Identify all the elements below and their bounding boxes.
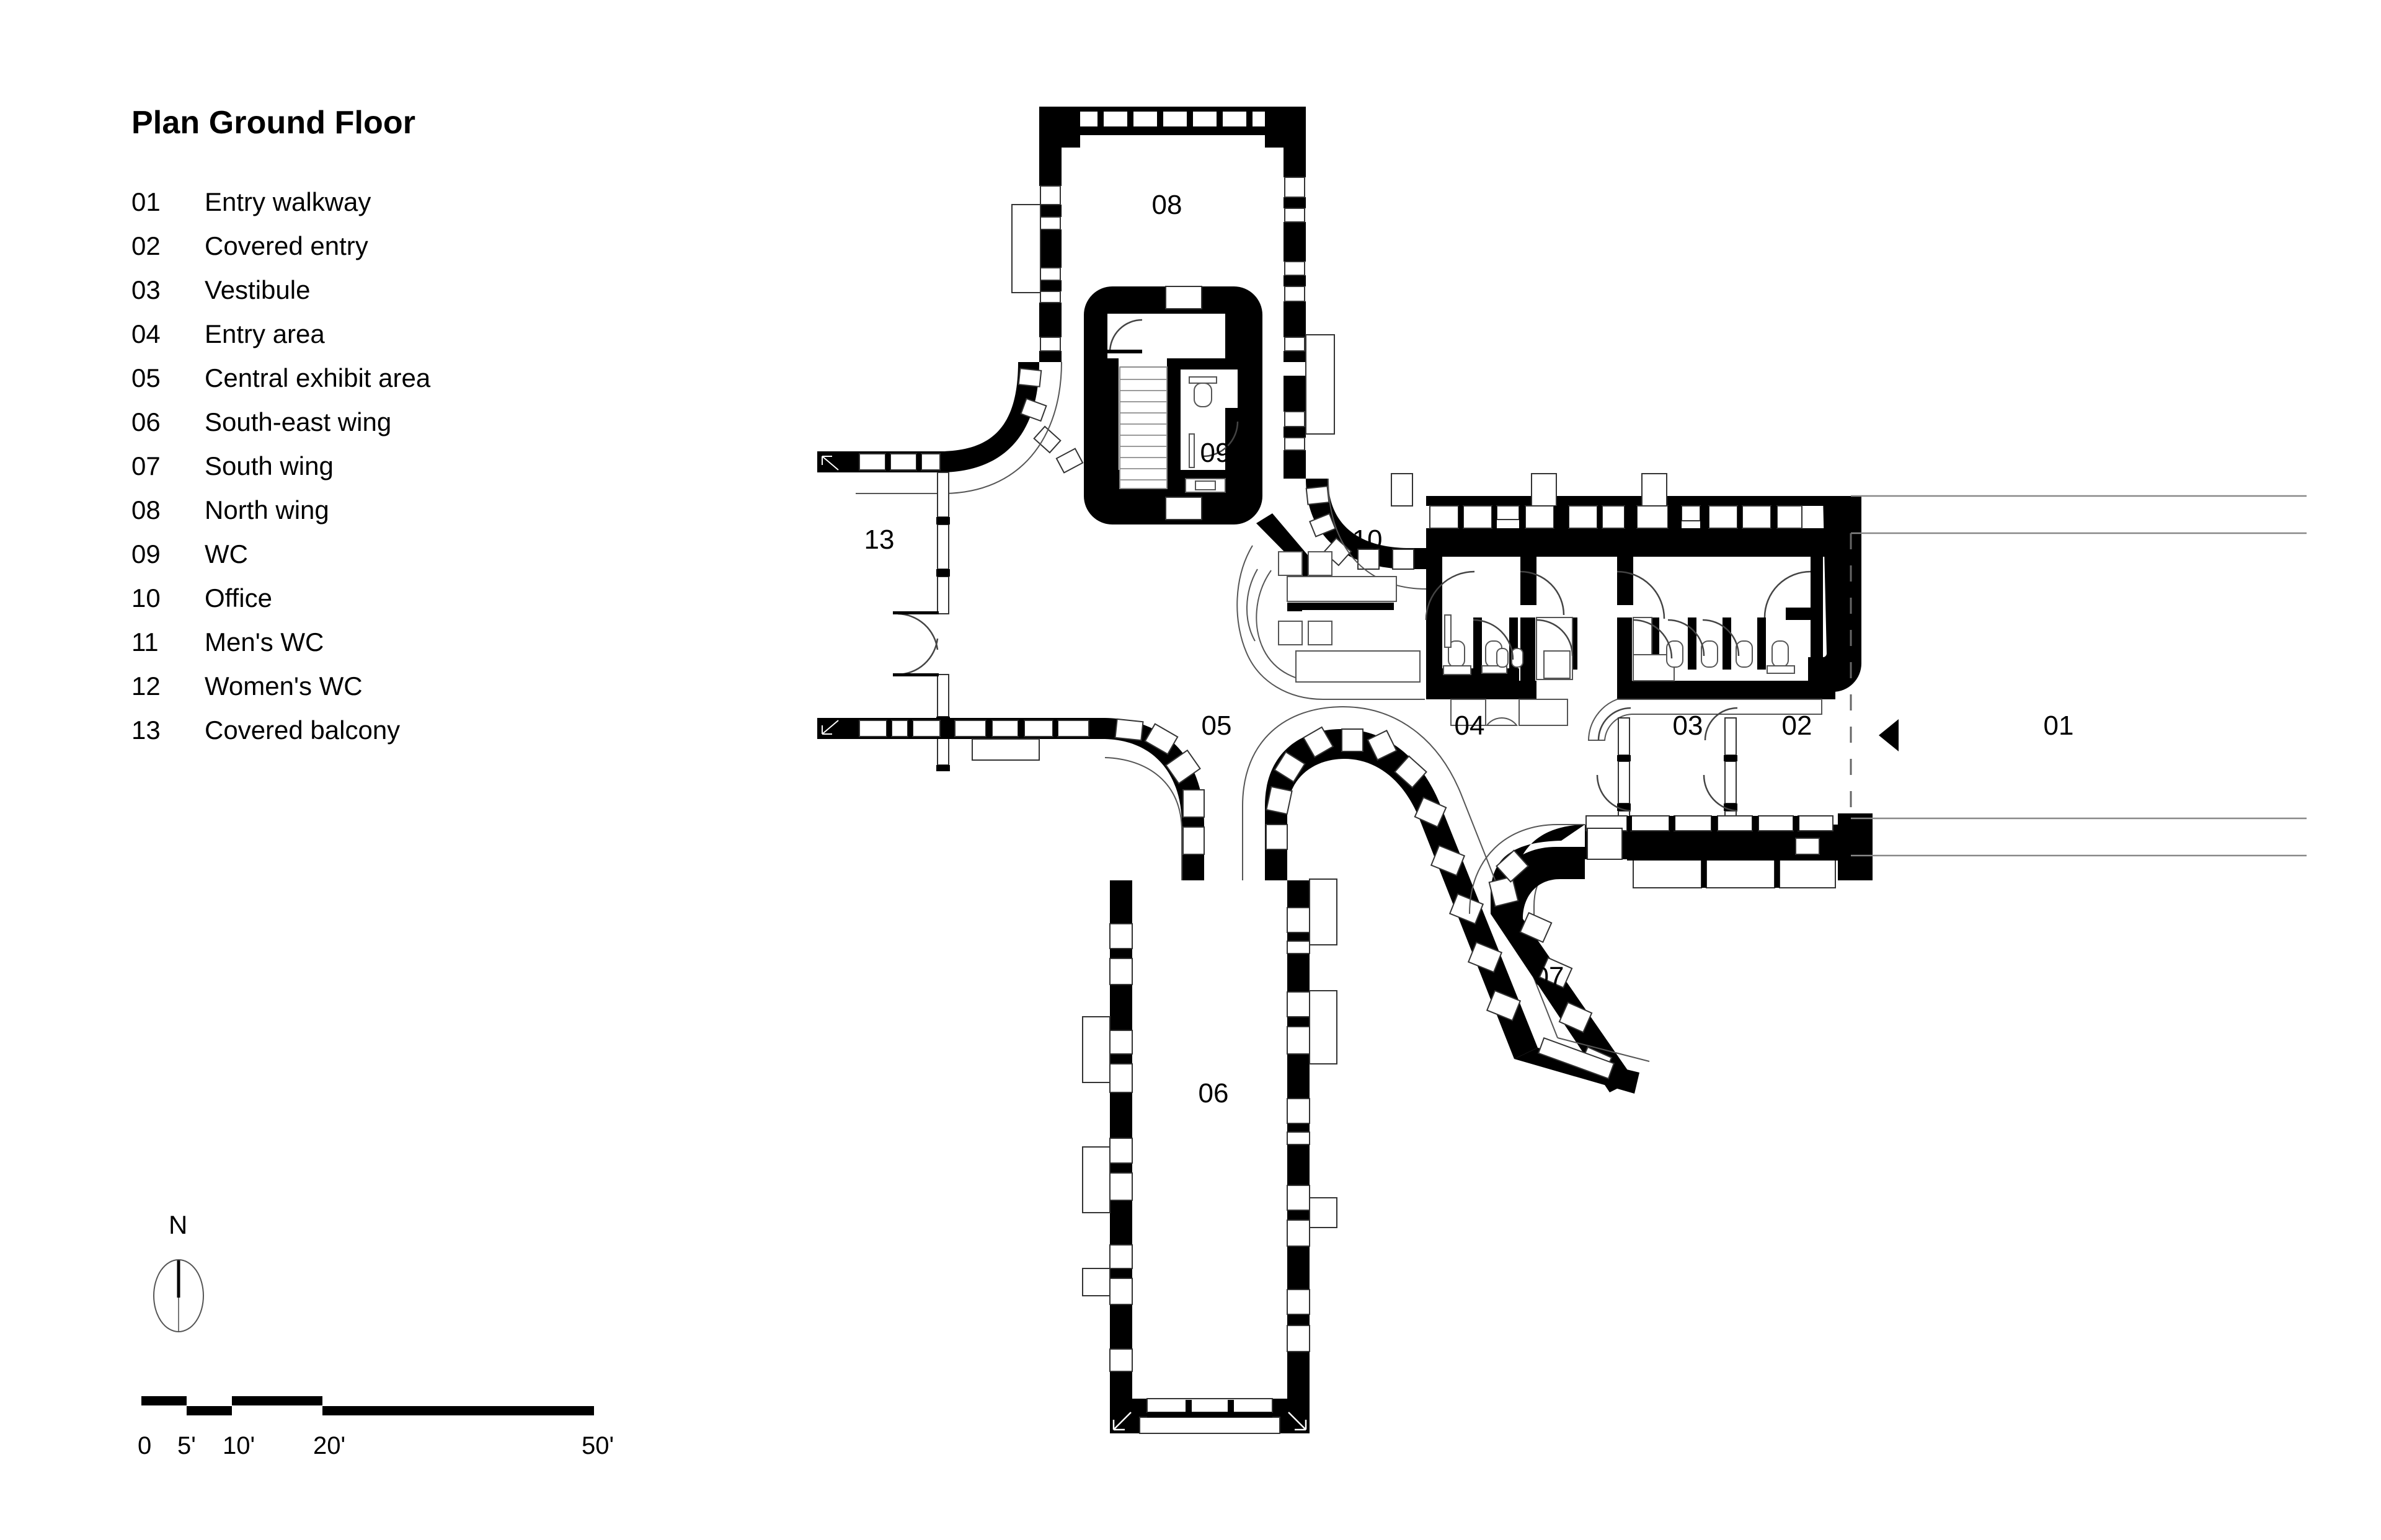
legend-number: 01 bbox=[131, 187, 161, 217]
stair-core bbox=[1084, 286, 1262, 524]
legend-label: South-east wing bbox=[205, 407, 392, 437]
room-tag-12: 12 bbox=[1721, 524, 1752, 555]
room-tag-13: 13 bbox=[864, 524, 895, 555]
scale-tick-50: 50' bbox=[582, 1432, 614, 1459]
north-arrow-icon bbox=[153, 1259, 204, 1332]
vestibule-entry-walls bbox=[1587, 699, 1822, 852]
legend-label: Covered balcony bbox=[205, 715, 401, 745]
room-tag-10: 10 bbox=[1352, 524, 1383, 555]
legend-number: 13 bbox=[131, 715, 161, 745]
legend-label: Office bbox=[205, 583, 272, 613]
north-wing-walls bbox=[1011, 107, 1335, 479]
central-area-south-wall bbox=[950, 718, 1205, 880]
legend-number: 02 bbox=[131, 231, 161, 261]
covered-balcony-walls bbox=[817, 451, 950, 771]
curved-wall-northeast bbox=[1305, 478, 1427, 590]
north-arrow: N bbox=[143, 1212, 260, 1342]
room-tag-02: 02 bbox=[1782, 710, 1812, 741]
legend-item-03: 03 Vestibule bbox=[131, 277, 689, 321]
legend-item-01: 01 Entry walkway bbox=[131, 189, 689, 233]
legend-label: Vestibule bbox=[205, 275, 311, 305]
legend-number: 06 bbox=[131, 407, 161, 437]
legend-label: Covered entry bbox=[205, 231, 368, 261]
room-tag-05: 05 bbox=[1202, 710, 1232, 741]
south-wing-walls bbox=[1242, 706, 1650, 1094]
legend-item-09: 09 WC bbox=[131, 541, 689, 585]
scale-tick-10: 10' bbox=[223, 1432, 255, 1459]
entry-direction-arrow-icon bbox=[1879, 719, 1899, 751]
plan-geometry bbox=[817, 107, 2307, 1434]
room-tag-04: 04 bbox=[1455, 710, 1485, 741]
legend-item-12: 12 Women's WC bbox=[131, 673, 689, 717]
legend-item-07: 07 South wing bbox=[131, 453, 689, 497]
legend-number: 04 bbox=[131, 319, 161, 349]
legend-item-08: 08 North wing bbox=[131, 497, 689, 541]
legend-item-13: 13 Covered balcony bbox=[131, 717, 689, 761]
legend-item-11: 11 Men's WC bbox=[131, 629, 689, 673]
scale-bar: 0 5' 10' 20' 50' bbox=[138, 1389, 668, 1469]
room-tag-06: 06 bbox=[1199, 1078, 1229, 1109]
wc-block bbox=[1391, 473, 1861, 726]
entry-walkway bbox=[1850, 495, 2307, 857]
legend-label: Entry area bbox=[205, 319, 325, 349]
scale-tick-0: 0 bbox=[138, 1432, 152, 1459]
legend-number: 10 bbox=[131, 583, 161, 613]
room-tag-01: 01 bbox=[2044, 710, 2074, 741]
legend-panel: Plan Ground Floor 01 Entry walkway 02 Co… bbox=[131, 105, 689, 761]
legend-number: 07 bbox=[131, 451, 161, 481]
legend-list: 01 Entry walkway 02 Covered entry 03 Ves… bbox=[131, 189, 689, 761]
southeast-wing-walls bbox=[1082, 878, 1337, 1434]
legend-label: South wing bbox=[205, 451, 334, 481]
legend-number: 08 bbox=[131, 495, 161, 525]
scale-bar-graphic bbox=[141, 1396, 594, 1415]
scale-tick-20: 20' bbox=[313, 1432, 346, 1459]
legend-number: 12 bbox=[131, 671, 161, 701]
legend-item-06: 06 South-east wing bbox=[131, 409, 689, 453]
room-tag-07: 07 bbox=[1534, 962, 1564, 992]
legend-label: Central exhibit area bbox=[205, 363, 431, 393]
legend-label: North wing bbox=[205, 495, 329, 525]
legend-number: 05 bbox=[131, 363, 161, 393]
legend-number: 11 bbox=[131, 627, 159, 657]
legend-number: 03 bbox=[131, 275, 161, 305]
room-tag-09: 09 bbox=[1200, 438, 1231, 468]
legend-item-04: 04 Entry area bbox=[131, 321, 689, 365]
scale-tick-5: 5' bbox=[177, 1432, 196, 1459]
page-title: Plan Ground Floor bbox=[131, 105, 416, 141]
legend-item-05: 05 Central exhibit area bbox=[131, 365, 689, 409]
room-tag-08: 08 bbox=[1152, 190, 1182, 220]
legend-number: 09 bbox=[131, 539, 161, 569]
north-arrow-letter: N bbox=[169, 1210, 188, 1239]
legend-label: Men's WC bbox=[205, 627, 324, 657]
room-tag-03: 03 bbox=[1673, 710, 1703, 741]
legend-item-02: 02 Covered entry bbox=[131, 233, 689, 277]
room-tag-layer: 08 09 13 10 11 12 05 04 03 02 01 07 06 bbox=[864, 190, 2074, 1109]
legend-label: Entry walkway bbox=[205, 187, 371, 217]
legend-label: Women's WC bbox=[205, 671, 363, 701]
legend-label: WC bbox=[205, 539, 248, 569]
legend-item-10: 10 Office bbox=[131, 585, 689, 629]
room-tag-11: 11 bbox=[1458, 524, 1487, 555]
office-counter bbox=[1236, 513, 1425, 700]
